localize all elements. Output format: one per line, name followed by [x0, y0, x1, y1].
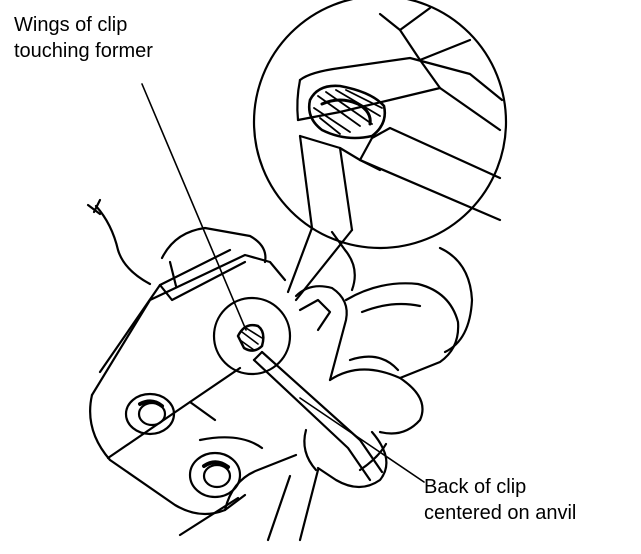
leader-lines [141, 83, 425, 483]
callout-wings-of-clip: Wings of clip touching former [14, 12, 153, 64]
leader-wings [141, 83, 247, 331]
callout-back-line-1: Back of clip [424, 476, 527, 498]
upper-rivet [124, 392, 176, 436]
leader-back [299, 397, 425, 483]
callout-wings-line-2: touching former [14, 40, 153, 62]
hand [294, 230, 474, 489]
magnifier-connector [286, 226, 354, 302]
magnified-detail [252, 0, 508, 250]
tool-body [86, 198, 320, 542]
wire [252, 350, 384, 482]
callout-back-line-2: centered on anvil [424, 502, 577, 524]
callout-wings-line-1: Wings of clip [14, 14, 128, 36]
callout-back-of-clip: Back of clip centered on anvil [424, 474, 576, 526]
lower-rivet [188, 451, 242, 499]
detail-marker-circle [212, 296, 292, 376]
